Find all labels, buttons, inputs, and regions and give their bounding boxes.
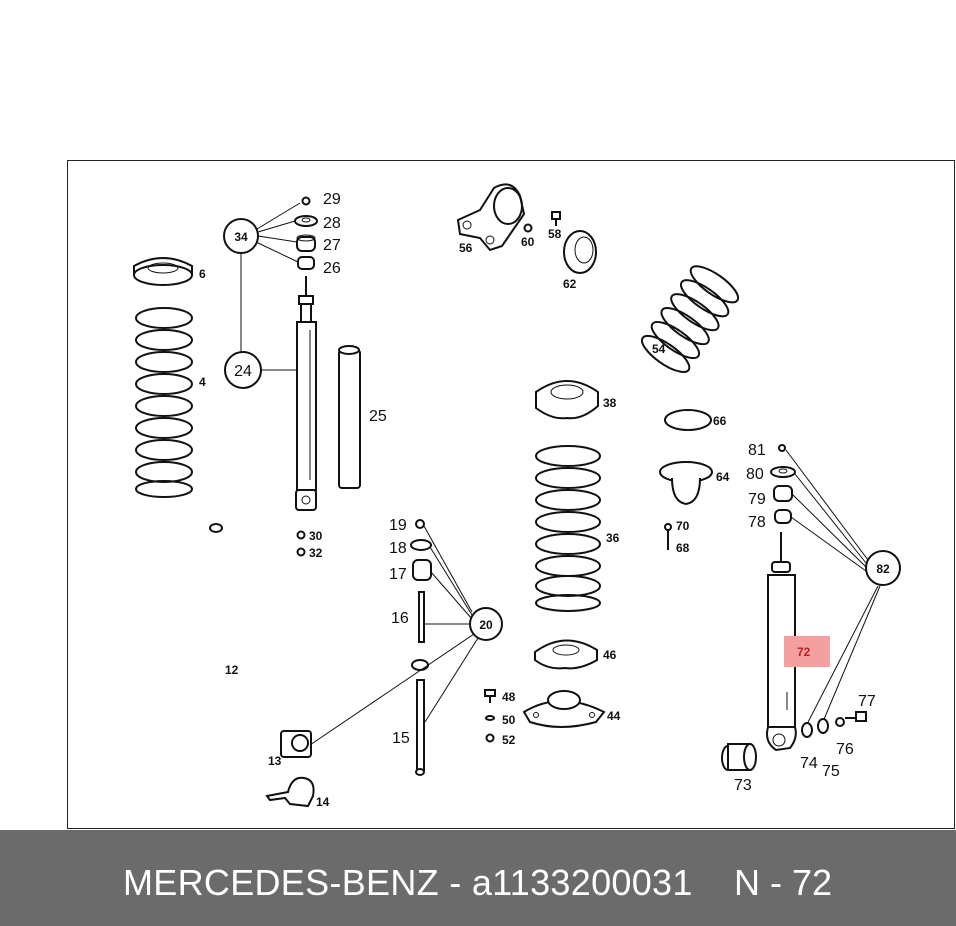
- label-27: 27: [323, 237, 341, 254]
- label-4: 4: [199, 375, 206, 389]
- label-12: 12: [225, 663, 239, 677]
- label-74: 74: [800, 755, 818, 772]
- label-19: 19: [389, 517, 407, 534]
- label-28: 28: [323, 215, 341, 232]
- label-14: 14: [316, 795, 330, 809]
- label-77: 77: [858, 693, 876, 710]
- part-14-clamp: [265, 776, 315, 808]
- part-27: [296, 234, 316, 252]
- part-29: [301, 196, 311, 206]
- part-66-cap: [664, 409, 712, 431]
- label-79: 79: [748, 491, 766, 508]
- label-26: 26: [323, 260, 341, 277]
- callout-34-label: 34: [234, 230, 248, 244]
- part-16-spacer: [418, 591, 425, 643]
- part-25-protective-tube: [338, 345, 361, 489]
- part-26: [297, 256, 315, 270]
- label-6: 6: [199, 267, 206, 281]
- part-12-stabilizer-bar: [152, 523, 429, 724]
- label-29: 29: [323, 191, 341, 208]
- part-24-shock-absorber: [295, 276, 317, 511]
- label-50: 50: [502, 713, 516, 727]
- part-75-washer: [817, 718, 829, 734]
- label-32: 32: [309, 546, 323, 560]
- part-74-washer: [801, 722, 813, 738]
- label-66: 66: [713, 414, 727, 428]
- label-70: 70: [676, 519, 690, 533]
- part-13-rubber-bushing: [280, 730, 312, 758]
- label-60: 60: [521, 235, 535, 249]
- highlight-72: [784, 636, 830, 667]
- part-44-seat-plate: [522, 690, 606, 728]
- label-38: 38: [603, 396, 617, 410]
- part-17-bushing: [412, 559, 432, 581]
- part-36-coil-spring: [535, 445, 601, 612]
- part-77-bolt: [845, 711, 867, 722]
- diagram-frame: [67, 160, 955, 829]
- part-73-bushing: [721, 743, 757, 771]
- part-6-spring-seat: [133, 257, 193, 286]
- label-76: 76: [836, 741, 854, 758]
- label-72: 72: [797, 645, 811, 659]
- label-64: 64: [716, 470, 730, 484]
- label-48: 48: [502, 690, 516, 704]
- diagram-reference: N - 72: [734, 862, 833, 903]
- footer-bar: MERCEDES-BENZ - a1133200031 N - 72: [0, 830, 956, 926]
- part-64-rubber-mount: [659, 461, 713, 506]
- label-36: 36: [606, 531, 620, 545]
- label-56: 56: [459, 241, 473, 255]
- label-30: 30: [309, 529, 323, 543]
- callout-20-label: 20: [479, 618, 493, 632]
- label-52: 52: [502, 733, 516, 747]
- label-13: 13: [268, 754, 282, 768]
- part-54-rear-spring: [640, 265, 740, 373]
- part-62-spring-pad: [563, 230, 597, 274]
- callout-24-label: 24: [234, 363, 252, 380]
- callout-20: [469, 607, 503, 641]
- label-62: 62: [563, 277, 577, 291]
- label-78: 78: [748, 514, 766, 531]
- label-18: 18: [389, 540, 407, 557]
- label-25: 25: [369, 408, 387, 425]
- part-28: [294, 215, 318, 227]
- label-17: 17: [389, 566, 407, 583]
- part-70-screw: [664, 523, 672, 550]
- callout-82: [865, 550, 901, 586]
- part-38-spring-pad: [535, 380, 599, 420]
- part-15-long-bolt: [415, 679, 425, 776]
- part-4-coil-spring: [135, 307, 193, 498]
- callout-82-label: 82: [876, 562, 890, 576]
- part-80-washer: [770, 466, 796, 478]
- label-73: 73: [734, 777, 752, 794]
- label-58: 58: [548, 227, 562, 241]
- label-15: 15: [392, 730, 410, 747]
- part-79-bushing: [773, 485, 793, 502]
- part-58-bolt: [551, 211, 561, 226]
- label-80: 80: [746, 466, 764, 483]
- part-78-bushing: [774, 509, 792, 524]
- label-16: 16: [391, 610, 409, 627]
- label-46: 46: [603, 648, 617, 662]
- suspension-diagram: 34 29 28 27 26 6 4 24 25: [133, 183, 901, 809]
- part-46-lower-pad: [534, 639, 598, 670]
- label-75: 75: [822, 763, 840, 780]
- label-44: 44: [607, 709, 621, 723]
- part-56-upper-bracket: [456, 183, 526, 252]
- label-68: 68: [676, 541, 690, 555]
- part-number-text: MERCEDES-BENZ - a1133200031: [123, 862, 693, 903]
- part-76-nut: [835, 717, 845, 727]
- part-48-bolt: [484, 689, 496, 703]
- label-81: 81: [748, 442, 766, 459]
- label-54: 54: [652, 342, 666, 356]
